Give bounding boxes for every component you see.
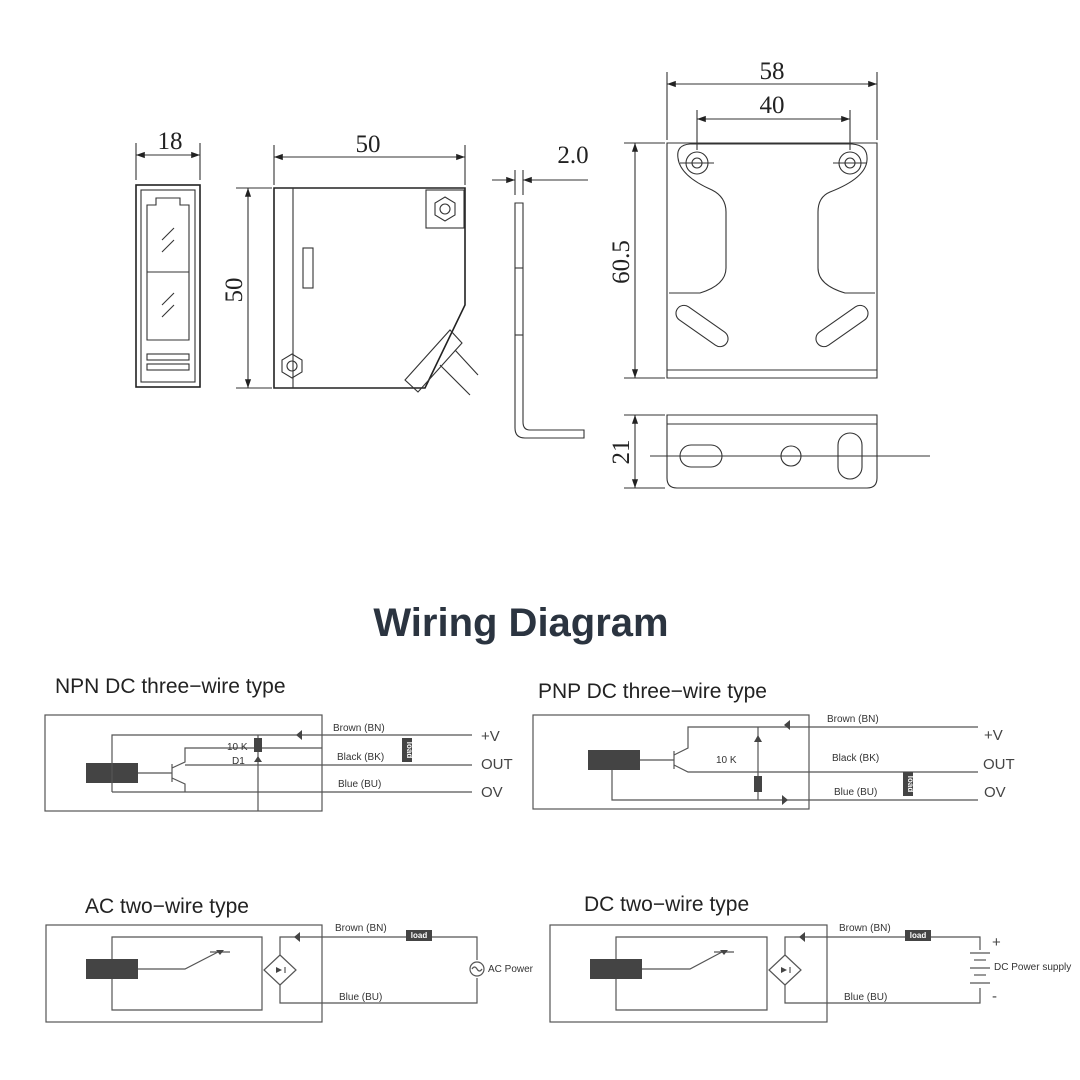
bracket-bottom-drawing: 21 xyxy=(608,414,930,489)
dc-plus: + xyxy=(992,934,1001,951)
npn-out: OUT xyxy=(481,756,513,773)
npn-plus-v: +V xyxy=(481,728,500,745)
pnp-diagram: PNP DC three−wire type load 10 K Brown (… xyxy=(532,680,1015,810)
pnp-label: PNP DC three−wire type xyxy=(538,680,767,703)
dc-power-label: DC Power supply xyxy=(994,962,1071,973)
pnp-plus-v: +V xyxy=(984,727,1003,744)
dim-front-width: 18 xyxy=(158,128,183,155)
dc-blue-wire: Blue (BU) xyxy=(844,992,887,1003)
pnp-out: OUT xyxy=(983,756,1015,773)
pnp-resistor-label: 10 K xyxy=(716,755,737,766)
ac-power-label: AC Power xyxy=(488,964,534,975)
dc-diagram: DC two−wire type load Brown (BN) Blue (B… xyxy=(549,893,1071,1023)
dim-side-height: 50 xyxy=(221,278,248,303)
npn-diode-label: D1 xyxy=(232,756,245,767)
npn-label: NPN DC three−wire type xyxy=(55,675,286,698)
npn-black-wire: Black (BK) xyxy=(337,752,384,763)
ac-diagram: AC two−wire type load Brown (BN) Blue (B… xyxy=(45,895,534,1023)
bracket-front-drawing: 58 40 60.5 xyxy=(608,58,878,379)
pnp-black-wire: Black (BK) xyxy=(832,753,879,764)
dc-brown-wire: Brown (BN) xyxy=(839,923,891,934)
npn-blue-wire: Blue (BU) xyxy=(338,779,381,790)
npn-resistor-label: 10 K xyxy=(227,742,248,753)
pnp-brown-wire: Brown (BN) xyxy=(827,714,879,725)
dim-bracket-height: 60.5 xyxy=(608,240,635,284)
ac-load-label: load xyxy=(411,931,428,940)
pnp-blue-wire: Blue (BU) xyxy=(834,787,877,798)
dim-bracket-depth: 21 xyxy=(608,440,635,465)
dc-label: DC two−wire type xyxy=(584,893,749,916)
dc-minus: - xyxy=(992,988,997,1005)
pnp-zero-v: OV xyxy=(984,784,1006,801)
side-view-drawing: 50 50 xyxy=(221,131,479,396)
npn-zero-v: OV xyxy=(481,784,503,801)
dim-bracket-thickness: 2.0 xyxy=(557,142,588,169)
npn-diagram: NPN DC three−wire type load 10 K D1 Brow… xyxy=(44,675,513,812)
ac-label: AC two−wire type xyxy=(85,895,249,918)
npn-load-label: load xyxy=(405,742,414,759)
dc-load-label: load xyxy=(910,931,927,940)
ac-blue-wire: Blue (BU) xyxy=(339,992,382,1003)
page-title: Wiring Diagram xyxy=(373,601,668,645)
pnp-load-label: load xyxy=(906,776,915,793)
front-view-drawing: 18 xyxy=(135,128,201,388)
ac-brown-wire: Brown (BN) xyxy=(335,923,387,934)
bracket-profile-drawing: 2.0 xyxy=(492,142,589,439)
npn-brown-wire: Brown (BN) xyxy=(333,723,385,734)
dim-side-width: 50 xyxy=(356,131,381,158)
dim-hole-spacing: 40 xyxy=(760,92,785,119)
dim-bracket-width: 58 xyxy=(760,58,785,85)
